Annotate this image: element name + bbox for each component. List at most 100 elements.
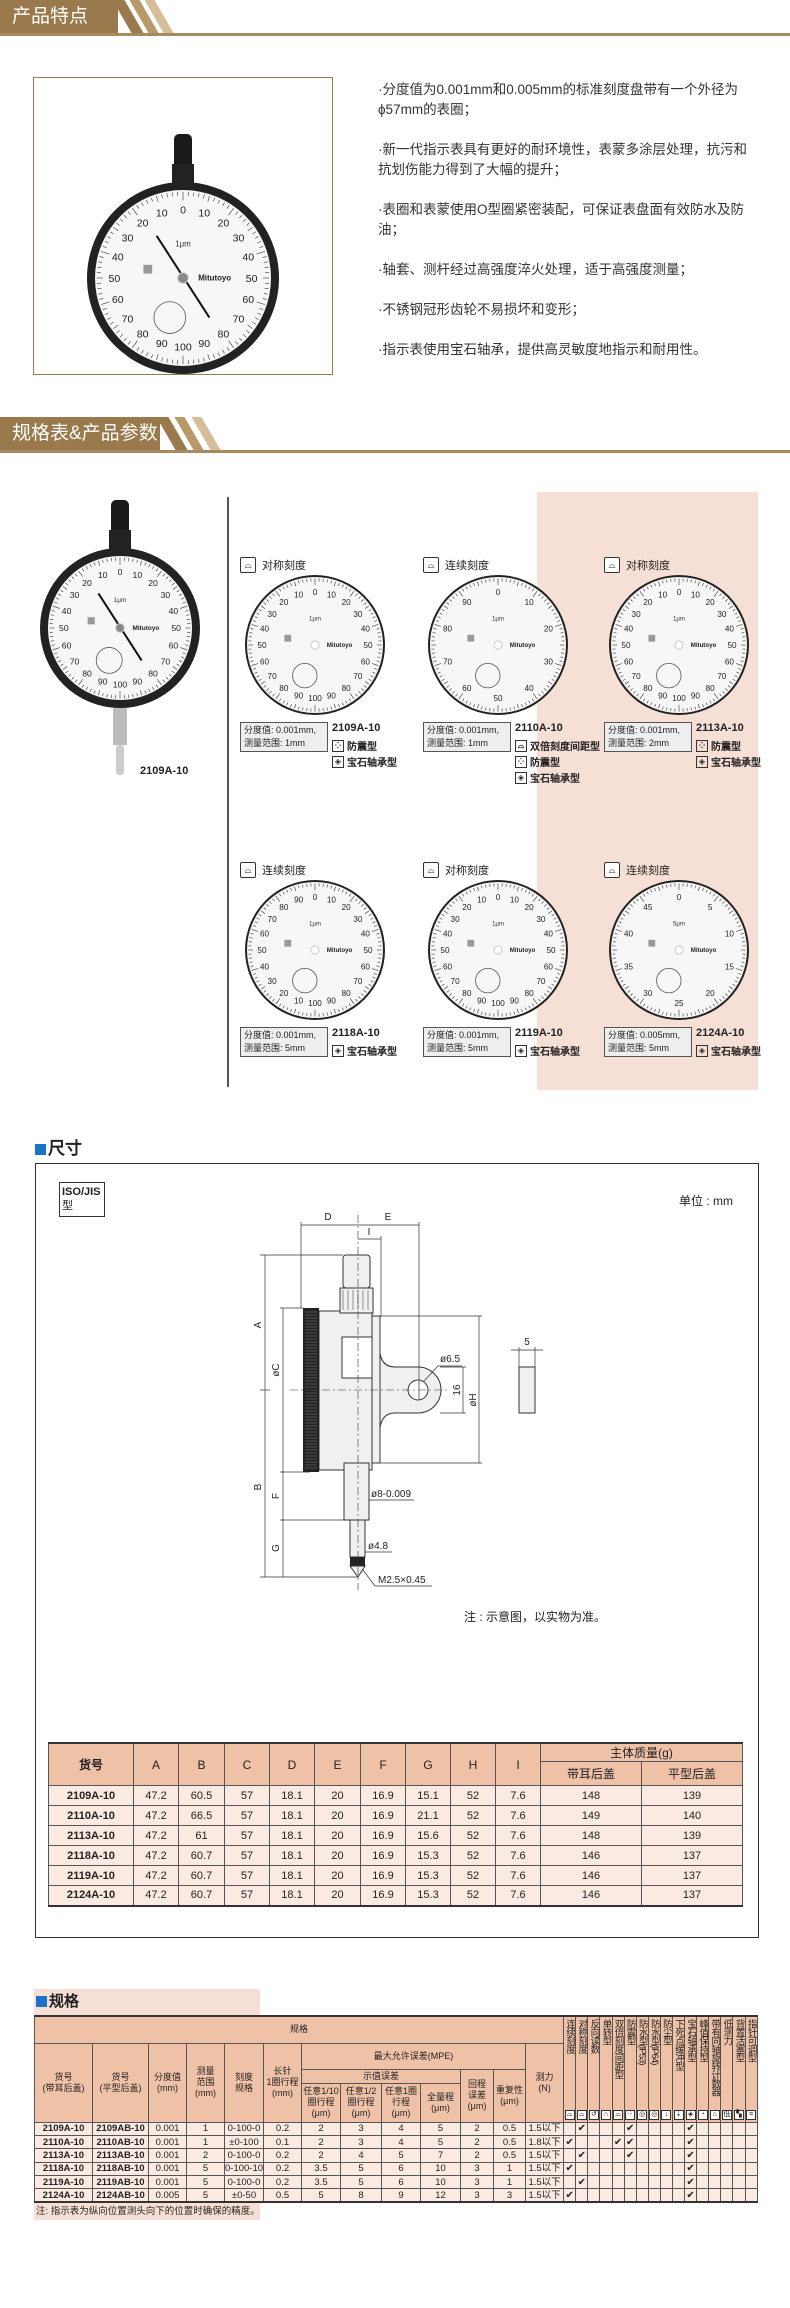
dial-tick [330,1011,332,1015]
feature-cell [587,2188,601,2203]
dimension-line [423,1365,439,1382]
dial-tick [658,886,661,892]
feature-cell [647,2134,661,2150]
dimension-label: ø6.5 [440,1354,460,1365]
dial-tick [180,597,184,600]
dial-tick [439,917,443,920]
feature-cell [744,2121,758,2136]
dial-number: 80 [279,903,289,912]
range-text: 测量范围: 1mm [244,738,306,748]
value-cell: 137 [641,1885,743,1906]
scale-type-label: ⌓连续刻度 [604,862,670,878]
dial-tick [633,901,636,904]
dial-tick [553,675,557,678]
spec-summary-box: 分度值: 0.001mm,测量范围: 5mm [240,1027,328,1057]
dial-tick [251,624,259,627]
dial-tick [462,1003,465,1007]
dial-tick [449,904,452,907]
value-cell: 5 [186,2161,225,2177]
dial-tick [349,895,355,902]
dial-hub [674,640,684,650]
dial-number: 0 [313,588,318,597]
dial-tick [272,898,275,902]
spec-summary-box: 分度值: 0.001mm,测量范围: 1mm [423,722,511,752]
feature-icon: ⌓ [564,2109,575,2120]
feature-tag: ◈宝石轴承型 [696,1043,761,1058]
dial-tick [348,1003,351,1007]
feature-tag-text: 宝石轴承型 [347,758,397,769]
dial-number: 20 [217,217,229,229]
value-cell: 0.5 [493,2134,526,2150]
dial-tick [123,337,127,342]
dial-tick [250,965,254,967]
dial-tick [666,707,668,711]
dial-tick [294,581,297,587]
dimension-label: B [253,1483,264,1490]
column-header: D [269,1742,315,1786]
dial-number: 30 [632,610,642,619]
dial-tick [254,616,258,619]
value-cell: 7.6 [495,1845,541,1866]
dial-number: 0 [180,204,186,216]
dial-tick [330,885,332,889]
dial-tick [473,582,475,586]
dial-tick [630,993,633,996]
group-header: 规格 [33,2015,565,2044]
dial-tick [433,933,437,935]
column-header: C [224,1742,270,1786]
value-cell: 60.7 [178,1845,225,1866]
qr-mark [648,634,656,642]
dial-tick [348,588,351,592]
jewel-bearing-icon: ◈ [515,771,527,784]
dial-tick [132,340,138,348]
dimension-label: 16 [452,1384,463,1396]
dial-tick [551,914,555,917]
dial-number: 90 [462,598,472,607]
dial-tick [554,624,562,627]
dial-tick [547,681,553,685]
dial-tick [735,968,743,971]
dial-tick [279,698,282,702]
dial-tick [690,884,692,888]
value-cell: 139 [641,1785,743,1806]
feature-cell [744,2134,758,2150]
dial-tick [256,980,260,983]
dial-tick [705,702,708,706]
dial-tick [624,605,630,609]
feature-tag: ◈宝石轴承型 [515,1043,580,1058]
dial-tick [279,1003,282,1007]
spec-table: 规格连续刻度⌓对称刻度⌓反向读数↺单转型∩双倍刻度间距型⌓防震型⁘防水型(IP5… [33,2015,758,2204]
dial-tick [521,704,523,708]
dial-tick [186,614,190,616]
dial-tick [658,581,661,587]
value-cell: 5 [186,2188,225,2203]
feature-cell [647,2175,661,2190]
feature-cell [611,2121,625,2136]
dial-number: 90 [294,896,304,905]
brand-logo: Mitutoyo [198,274,231,283]
dial-number: 80 [342,989,352,998]
dial-tick [485,707,487,711]
value-cell: 2 [301,2134,341,2150]
dial-tick [207,195,210,202]
dial-tick [469,889,472,893]
dial-tick [326,579,328,583]
dial-tick [658,703,661,709]
dial-number: 40 [725,625,735,634]
dial-tick [735,624,743,627]
model-cell: 2109A-10 [34,2121,93,2136]
dial-tick [516,703,519,709]
dial-tick [302,579,304,583]
dial-tick [662,1011,664,1015]
value-cell: 146 [540,1885,642,1906]
dial-number: 30 [161,590,171,600]
dial-tick [446,602,450,605]
type-label: ISO/JIS [62,1186,101,1198]
check-mark-icon: ✔ [611,2134,625,2150]
dial-tick [546,907,550,910]
dimension-label: øH [468,1393,479,1406]
value-cell: 21.1 [405,1805,451,1826]
dial-tick [338,704,340,708]
